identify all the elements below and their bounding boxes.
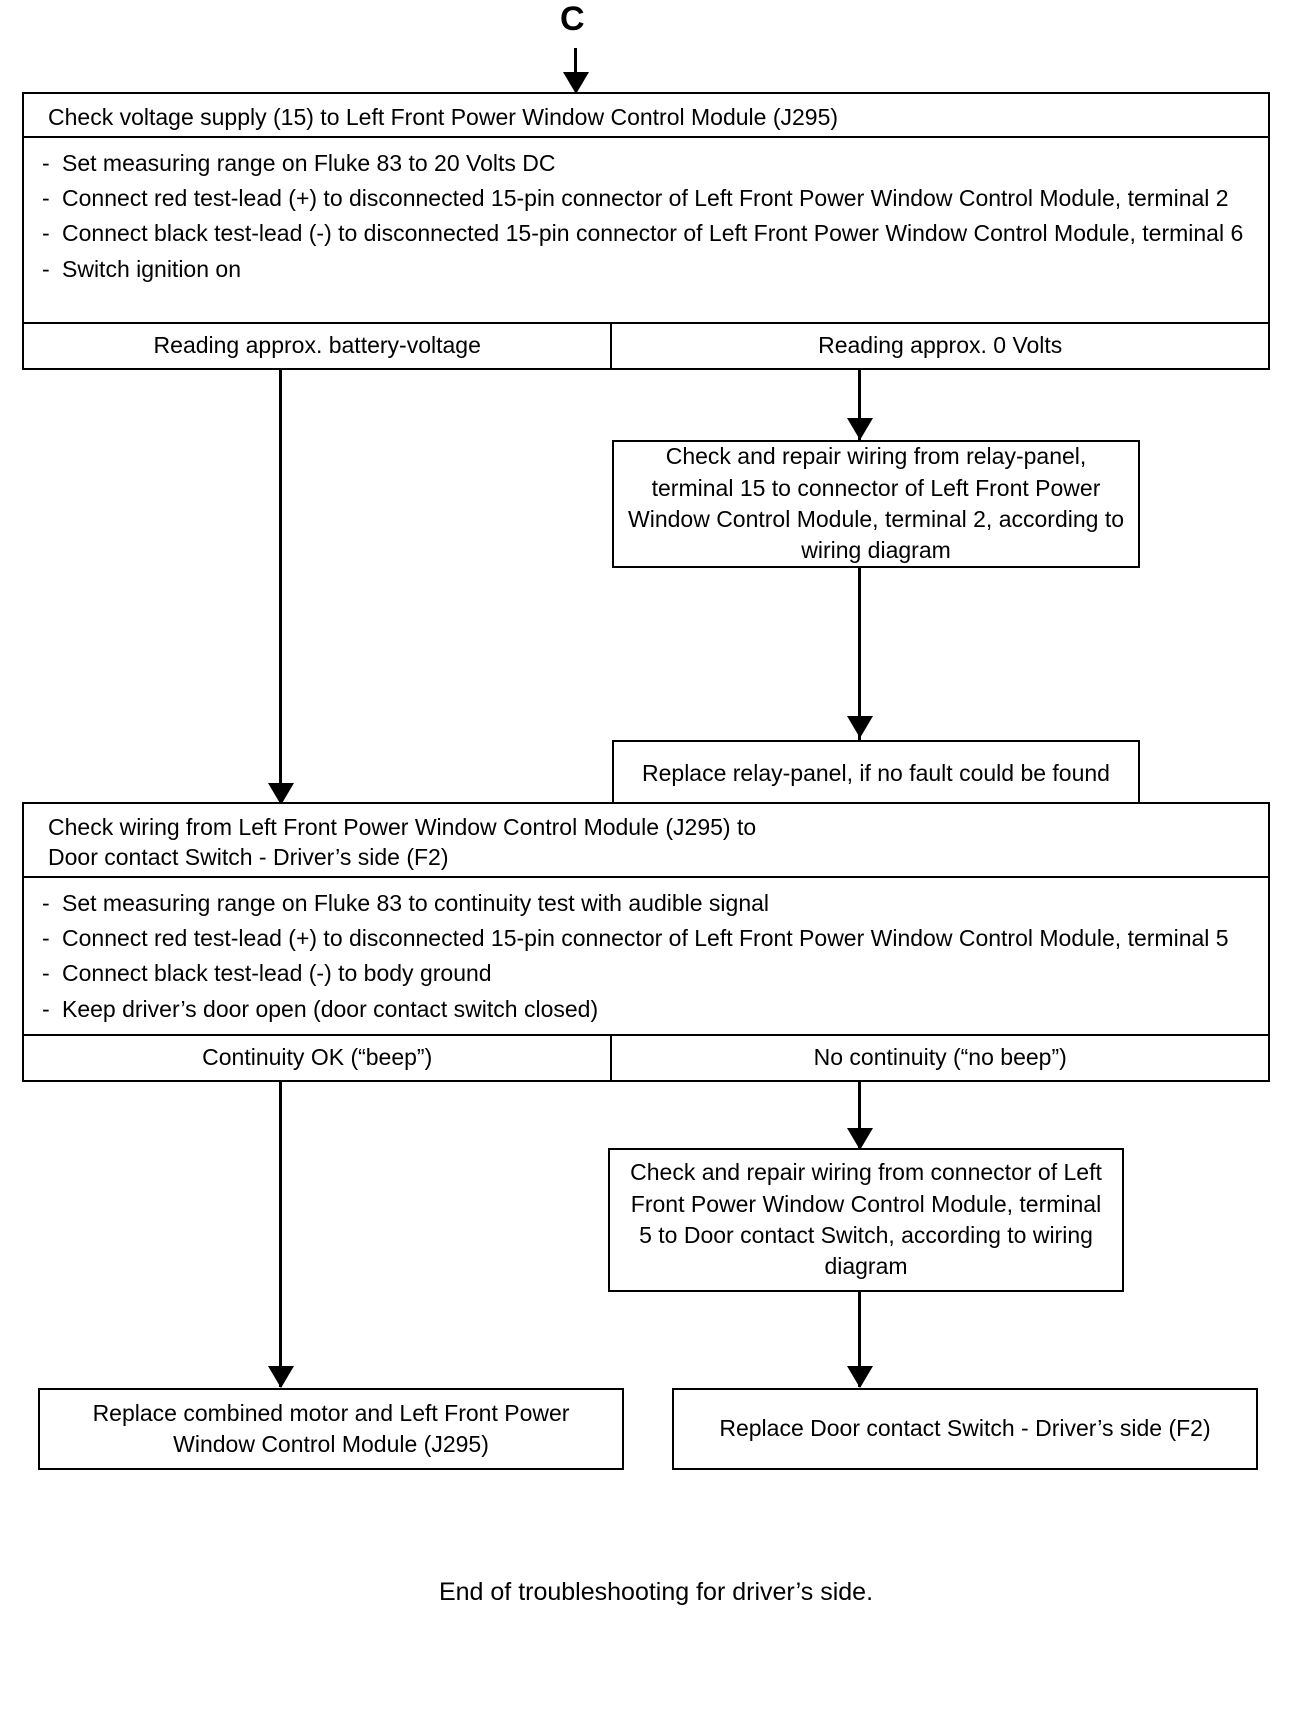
step-item: - Connect black test-lead (-) to disconn… [42,217,1250,249]
battery-voltage-branch-arrow [268,783,294,805]
step-marker: - [42,960,50,987]
step-marker: - [42,255,50,282]
replace-door-switch-box: Replace Door contact Switch - Driver’s s… [672,1388,1258,1470]
step-text: Connect red test-lead (+) to disconnecte… [62,185,1229,212]
step-marker: - [42,890,50,916]
replace-motor-module-box: Replace combined motor and Left Front Po… [38,1388,624,1470]
step-marker: - [42,995,50,1022]
result-no-continuity: No continuity (“no beep”) [813,1044,1067,1070]
result-continuity-ok: Continuity OK (“beep”) [24,1036,613,1082]
repair-door-switch-wiring-box: Check and repair wiring from connector o… [608,1148,1124,1292]
step-item: - Connect red test-lead (+) to disconnec… [42,922,1250,954]
step-marker: - [42,220,50,247]
continuity-ok-branch-line [279,1082,282,1387]
step-text: Set measuring range on Fluke 83 to 20 Vo… [62,150,556,176]
step-text: Connect red test-lead (+) to disconnecte… [62,925,1229,952]
step-item: - Set measuring range on Fluke 83 to 20 … [42,147,1250,179]
continuity-test-result-row: Continuity OK (“beep”) No continuity (“n… [24,1036,1268,1082]
step-text: Switch ignition on [62,255,241,282]
no-continuity-branch-line [858,1082,861,1154]
step-item: - Connect black test-lead (-) to body gr… [42,957,1250,989]
repair-to-replace-switch-line [858,1292,861,1387]
step-text: Connect black test-lead (-) to body grou… [62,960,492,987]
step-marker: - [42,150,50,176]
connector-label-c: C [560,0,585,38]
replace-door-switch-text: Replace Door contact Switch - Driver’s s… [719,1415,1211,1442]
result-zero-volts: Reading approx. 0 Volts [818,332,1063,358]
zero-volts-branch-line [858,370,861,446]
voltage-supply-test-block: Check voltage supply (15) to Left Front … [22,92,1270,370]
continuity-test-title-line1: Check wiring from Left Front Power Windo… [48,814,757,840]
no-continuity-branch-arrow [847,1128,873,1150]
replace-relay-panel-box: Replace relay-panel, if no fault could b… [612,740,1140,808]
replace-relay-panel-text: Replace relay-panel, if no fault could b… [642,760,1110,787]
continuity-test-block: Check wiring from Left Front Power Windo… [22,802,1270,1082]
entry-arrow-line [574,48,577,84]
replace-motor-module-text: Replace combined motor and Left Front Po… [92,1399,570,1457]
footer-note: End of troubleshooting for driver’s side… [438,1578,874,1606]
step-text: Connect black test-lead (-) to disconnec… [62,220,1244,247]
step-item: - Set measuring range on Fluke 83 to con… [42,887,1250,919]
result-battery-voltage: Reading approx. battery-voltage [24,324,613,370]
repair-to-replace-switch-arrow [847,1366,873,1388]
repair-to-replace-line [858,568,861,744]
continuity-ok-branch-arrow [268,1366,294,1388]
step-item: - Switch ignition on [42,253,1250,285]
step-item: - Keep driver’s door open (door contact … [42,993,1250,1025]
repair-door-switch-wiring-text: Check and repair wiring from connector o… [630,1159,1102,1280]
continuity-test-steps: - Set measuring range on Fluke 83 to con… [24,878,1268,1036]
voltage-test-title: Check voltage supply (15) to Left Front … [24,94,1268,138]
step-marker: - [42,185,50,212]
continuity-test-title: Check wiring from Left Front Power Windo… [24,804,1268,878]
step-marker: - [42,925,50,952]
zero-volts-branch-arrow [847,418,873,440]
voltage-test-result-row: Reading approx. battery-voltage Reading … [24,324,1268,370]
battery-voltage-branch-line [279,370,282,804]
entry-arrow-head [563,72,589,94]
step-item: - Connect red test-lead (+) to disconnec… [42,182,1250,214]
repair-to-replace-arrow [847,716,873,738]
step-text: Set measuring range on Fluke 83 to conti… [62,890,770,916]
repair-relay-wiring-text: Check and repair wiring from relay-panel… [628,443,1125,564]
continuity-test-title-line2: Door contact Switch - Driver’s side (F2) [48,844,449,871]
voltage-test-steps: - Set measuring range on Fluke 83 to 20 … [24,138,1268,324]
repair-relay-wiring-box: Check and repair wiring from relay-panel… [612,440,1140,568]
step-text: Keep driver’s door open (door contact sw… [62,995,599,1022]
